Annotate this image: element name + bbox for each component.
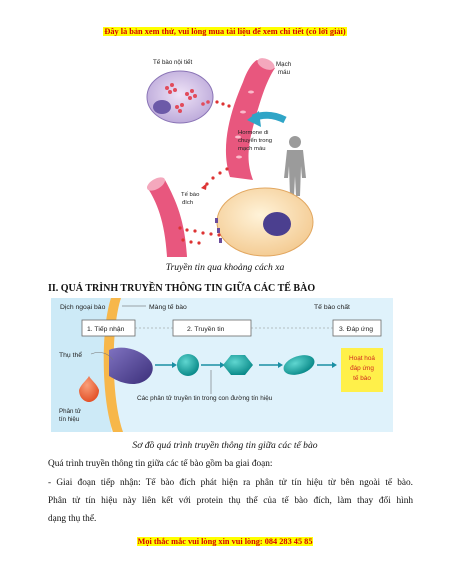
label-hormone-line3: mạch máu — [238, 146, 266, 152]
label-blood-vessel-line1: Mạch — [276, 61, 292, 68]
label-membrane: Màng tế bào — [149, 302, 187, 311]
label-target-cell-line2: đích — [182, 200, 193, 206]
endocrine-cell — [146, 70, 214, 124]
label-extracellular: Dịch ngoại bào — [60, 304, 106, 311]
paragraph-line-3: Phân tử tín hiệu này liên kết với protei… — [48, 496, 413, 506]
label-signal-molecule-line2: tín hiệu — [59, 416, 80, 423]
response-label-line2: đáp ứng — [350, 365, 374, 372]
paragraph-line-2: - Giai đoạn tiếp nhận: Tế bào đích phát … — [48, 478, 413, 488]
stage2-label: 2. Truyền tin — [187, 324, 225, 333]
response-box — [341, 348, 383, 392]
long-distance-signaling-figure: Tế bào nội tiết Mạch máu Hormone di chuy… — [146, 58, 314, 257]
receptor-protein — [109, 347, 153, 384]
response-label-line3: tế bào — [353, 373, 371, 382]
label-signal-molecule-line1: Phân tử — [59, 408, 81, 415]
label-endocrine-cell: Tế bào nội tiết — [153, 59, 192, 66]
signal-molecule — [79, 376, 99, 402]
section-heading: II. QUÁ TRÌNH TRUYỀN THÔNG TIN GIỮA CÁC … — [48, 283, 316, 294]
label-blood-vessel-line2: máu — [278, 69, 291, 76]
paragraph-line-4: dạng thụ thể. — [48, 514, 97, 524]
stage3-label: 3. Đáp ứng — [339, 326, 373, 333]
endocrine-nucleus — [153, 100, 171, 114]
label-hormone-line1: Hormone di — [238, 130, 268, 136]
hormone-flow-dots — [205, 100, 231, 186]
target-nucleus — [263, 212, 291, 236]
figure1-caption: Truyền tin qua khoảng cách xa — [165, 262, 285, 273]
relay-molecule-3 — [283, 355, 315, 375]
person-silhouette-icon — [284, 136, 306, 196]
response-label-line1: Hoạt hoá — [349, 355, 375, 362]
preview-banner: Đây là bản xem thử, vui lòng mua tài liệ… — [103, 27, 347, 36]
label-receptor: Thụ thể — [59, 351, 82, 359]
label-target-cell-line1: Tế bào — [181, 192, 200, 198]
hormone-granules — [165, 83, 210, 113]
relay-molecule-2 — [223, 355, 253, 375]
stage1-label: 1. Tiếp nhận — [87, 324, 125, 333]
paragraph-line-1: Quá trình truyền thông tin giữa các tế b… — [48, 459, 273, 469]
contact-banner: Mọi thắc mắc vui lòng xin vui lòng: 084 … — [136, 537, 314, 546]
signaling-pathway-figure: Dịch ngoại bào Màng tế bào Tế bào chất 1… — [51, 298, 393, 432]
label-relay-molecules: Các phân tử truyền tin trong con đường t… — [137, 393, 273, 402]
label-hormone-line2: chuyển trong — [238, 137, 272, 144]
figure2-caption: Sơ đồ quá trình truyền thông tin giữa cá… — [132, 440, 318, 451]
arrow-icon — [247, 111, 261, 127]
label-cytoplasm: Tế bào chất — [314, 302, 350, 311]
relay-molecule-1 — [177, 354, 199, 376]
